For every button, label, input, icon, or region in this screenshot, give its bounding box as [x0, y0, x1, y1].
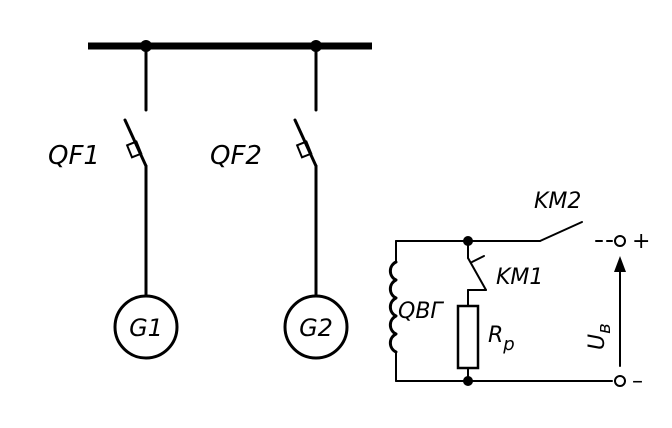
- generator-g2-label: G2: [299, 314, 333, 342]
- km1-stop: [471, 255, 485, 263]
- excitation-winding-coil: [388, 260, 398, 354]
- qf2-contact: [295, 140, 313, 159]
- voltage-arrow-head: [614, 256, 626, 272]
- plus-sign: +: [632, 229, 650, 254]
- excitation-circuit: QBГ KM1 KM2 Rp Uв + –: [388, 189, 650, 394]
- km1-blade: [467, 257, 487, 291]
- km1-label: KM1: [496, 265, 543, 290]
- km2-blade: [539, 221, 583, 242]
- generator-g1: [113, 294, 179, 360]
- generator-g2: [283, 294, 349, 360]
- generator-g1-label: G1: [129, 314, 163, 342]
- branch-g1: G1 QF1: [48, 44, 179, 360]
- km2-label: KM2: [534, 189, 581, 214]
- plus-terminal: [614, 235, 626, 247]
- minus-terminal: [614, 375, 626, 387]
- resistor-label: Rp: [488, 323, 515, 355]
- resistor-rp: [456, 304, 480, 370]
- qf2-label: QF2: [210, 141, 262, 171]
- branch-g2: G2 QF2: [210, 44, 349, 360]
- voltage-label: Uв: [585, 323, 615, 350]
- qf1-contact: [125, 140, 143, 159]
- minus-sign: –: [632, 369, 643, 394]
- qf1-label: QF1: [48, 141, 100, 171]
- excitation-winding-label: QBГ: [398, 299, 444, 324]
